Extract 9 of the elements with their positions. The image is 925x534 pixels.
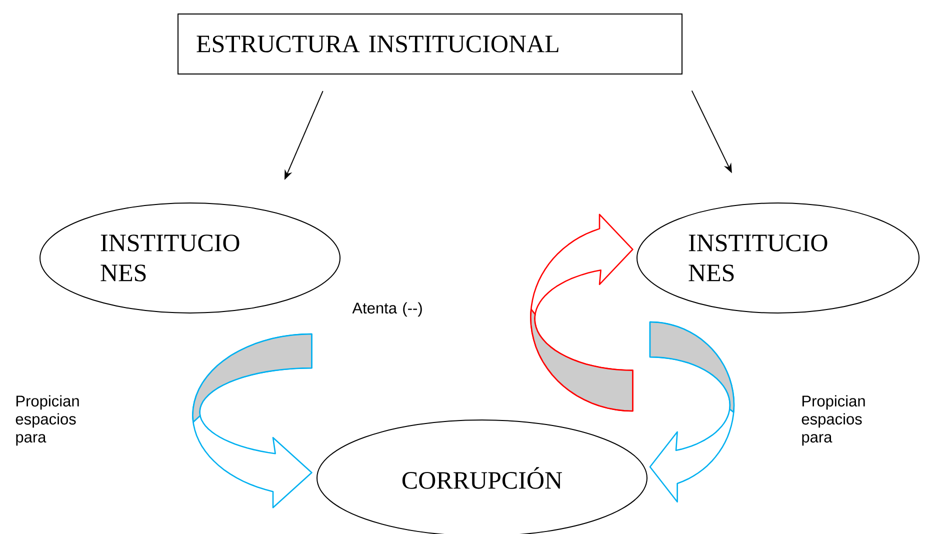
- title-box: ESTRUCTURA INSTITUCIONAL: [178, 14, 682, 74]
- arrow-caption: Propician espacios para: [16, 395, 79, 446]
- ellipse-node: INSTITUCIO NES: [40, 202, 340, 314]
- curved-arrow: [192, 333, 312, 508]
- arrow-caption: Atenta (--): [352, 302, 422, 317]
- arrow-caption: Propician espacios para: [802, 395, 865, 446]
- curved-arrow: [649, 321, 735, 503]
- ellipse-node: INSTITUCIO NES: [636, 202, 920, 314]
- curved-arrow: [530, 214, 634, 412]
